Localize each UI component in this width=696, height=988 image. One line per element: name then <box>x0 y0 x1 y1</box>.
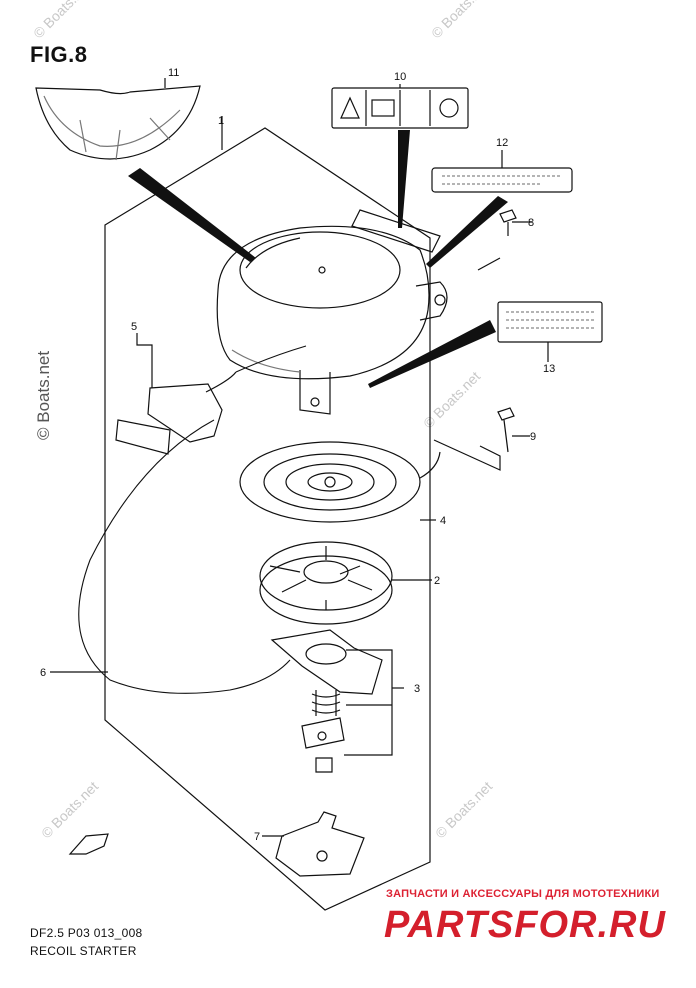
callout-13: 13 <box>543 363 555 375</box>
callout-11: 11 <box>168 67 179 79</box>
brand-name: PARTSFOR.RU <box>384 904 666 946</box>
exploded-frame <box>104 127 431 911</box>
callout-4: 4 <box>440 515 446 527</box>
callout-5: 5 <box>131 321 137 333</box>
part-13-decal <box>497 301 603 362</box>
callout-10: 10 <box>394 71 406 83</box>
part-4-spring <box>239 441 441 523</box>
pointer-wedges <box>128 130 508 388</box>
part-8-bolt <box>477 209 532 271</box>
caption-code: DF2.5 P03 013_008 <box>30 926 143 940</box>
part-11-cover <box>35 78 201 161</box>
part-7-pulley <box>262 811 365 877</box>
caption-name: RECOIL STARTER <box>30 944 137 958</box>
part-3-ratchet <box>270 629 404 773</box>
part-10-label <box>331 84 469 129</box>
part-5-handle <box>115 333 237 455</box>
callout-1: 1 <box>218 115 224 127</box>
part-9-bolt <box>433 407 530 471</box>
figure-title: FIG.8 <box>30 42 88 67</box>
callout-7: 7 <box>254 831 260 843</box>
callout-12: 12 <box>496 137 508 149</box>
fwd-arrow-icon <box>68 833 109 855</box>
callout-numbers: 11 10 1 12 8 5 13 9 4 2 6 3 7 <box>40 67 555 843</box>
part-6-rope <box>78 345 307 694</box>
callout-6: 6 <box>40 667 46 679</box>
callout-9: 9 <box>530 431 536 443</box>
part-12-decal <box>431 150 573 193</box>
part-2-reel <box>259 541 432 625</box>
callout-2: 2 <box>434 575 440 587</box>
brand-tagline: ЗАПЧАСТИ И АКСЕССУАРЫ ДЛЯ МОТОТЕХНИКИ <box>386 888 660 900</box>
callout-8: 8 <box>528 217 534 229</box>
callout-3: 3 <box>414 683 420 695</box>
part-1-housing <box>216 209 448 415</box>
